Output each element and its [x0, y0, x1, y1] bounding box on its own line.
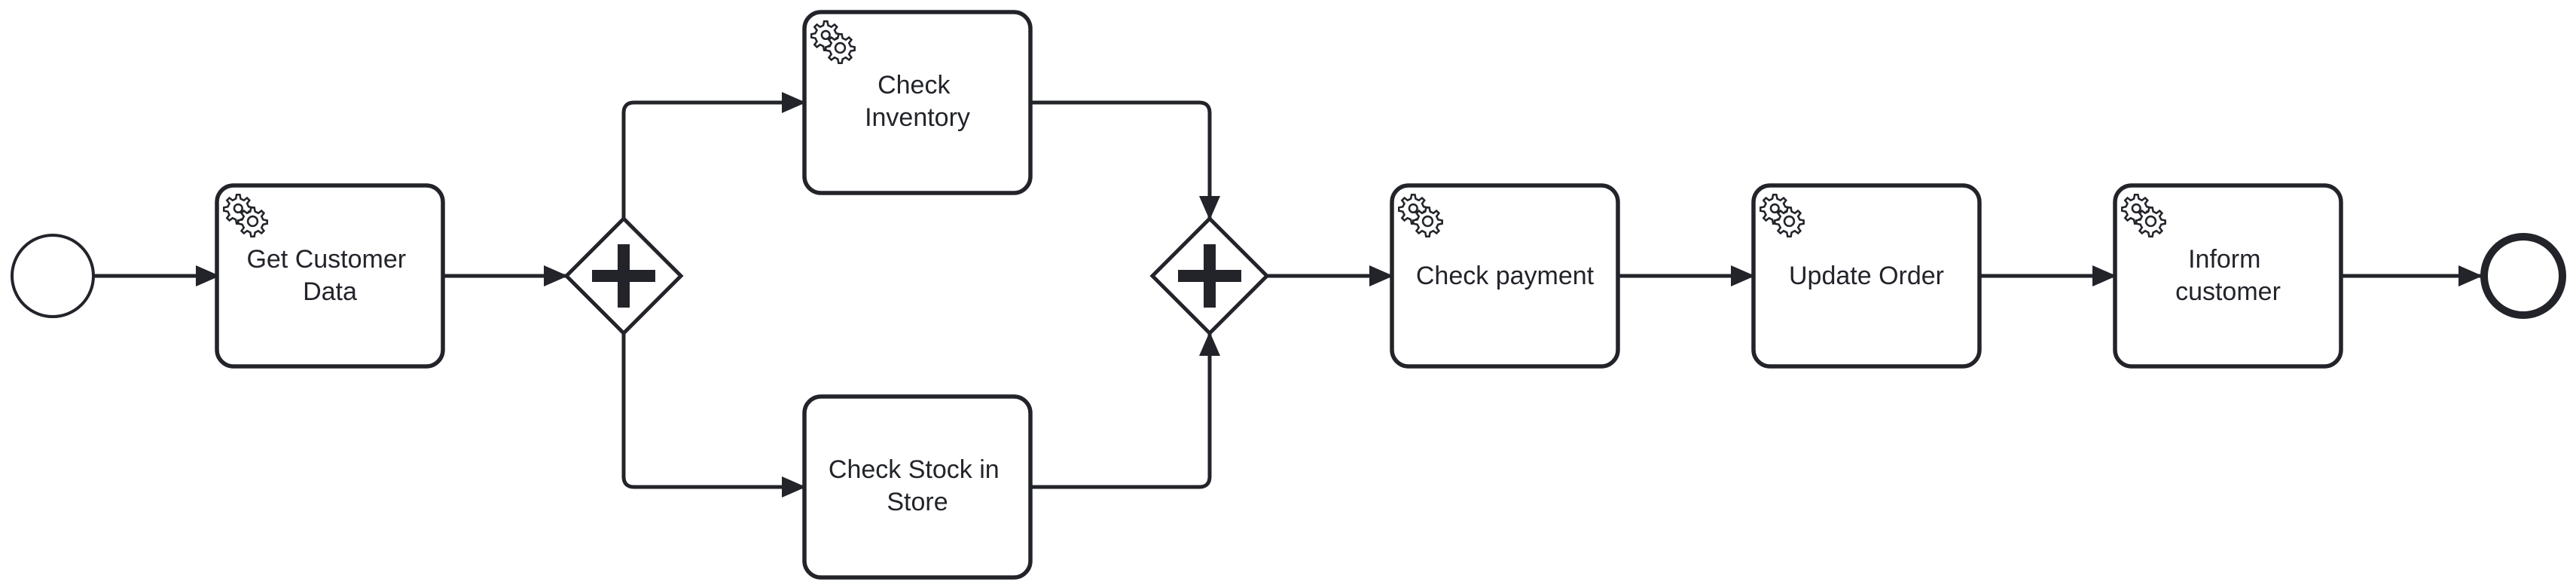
- task-label: Check payment: [1416, 262, 1595, 290]
- plus-icon: [592, 244, 655, 308]
- parallel-gateway-join[interactable]: [1149, 216, 1270, 336]
- task-update-order[interactable]: Update Order: [1751, 183, 1982, 369]
- plus-icon: [1178, 244, 1241, 308]
- task-box: [2113, 183, 2343, 369]
- task-box: [802, 394, 1033, 580]
- task-get-customer-data[interactable]: Get Customer Data: [215, 183, 445, 369]
- parallel-gateway-split[interactable]: [563, 216, 684, 336]
- flow-split-gateway-to-check-stock-in-store[interactable]: [621, 333, 806, 498]
- task-label: Inform customer: [2175, 245, 2281, 306]
- task-check-payment[interactable]: Check payment: [1390, 183, 1620, 369]
- task-check-stock-in-store[interactable]: Check Stock in Store: [802, 394, 1033, 580]
- task-inform-customer[interactable]: Inform customer: [2113, 183, 2343, 369]
- flow-check-stock-in-store-to-join-gateway[interactable]: [1030, 332, 1220, 489]
- task-check-inventory[interactable]: Check Inventory: [802, 10, 1033, 195]
- sequence-flows: [93, 92, 2483, 498]
- flow-check-inventory-to-join-gateway[interactable]: [1030, 100, 1220, 220]
- task-label: Get Customer Data: [246, 245, 413, 306]
- task-label: Check Inventory: [865, 71, 970, 132]
- start-event[interactable]: [11, 234, 95, 318]
- task-label: Update Order: [1789, 262, 1944, 290]
- task-box: [215, 183, 445, 369]
- task-box: [802, 10, 1033, 195]
- task-label: Check Stock in Store: [829, 455, 1006, 516]
- flow-split-gateway-to-check-inventory[interactable]: [621, 92, 806, 219]
- task-box: [1390, 183, 1620, 369]
- task-box: [1751, 183, 1982, 369]
- end-event[interactable]: [2480, 233, 2566, 319]
